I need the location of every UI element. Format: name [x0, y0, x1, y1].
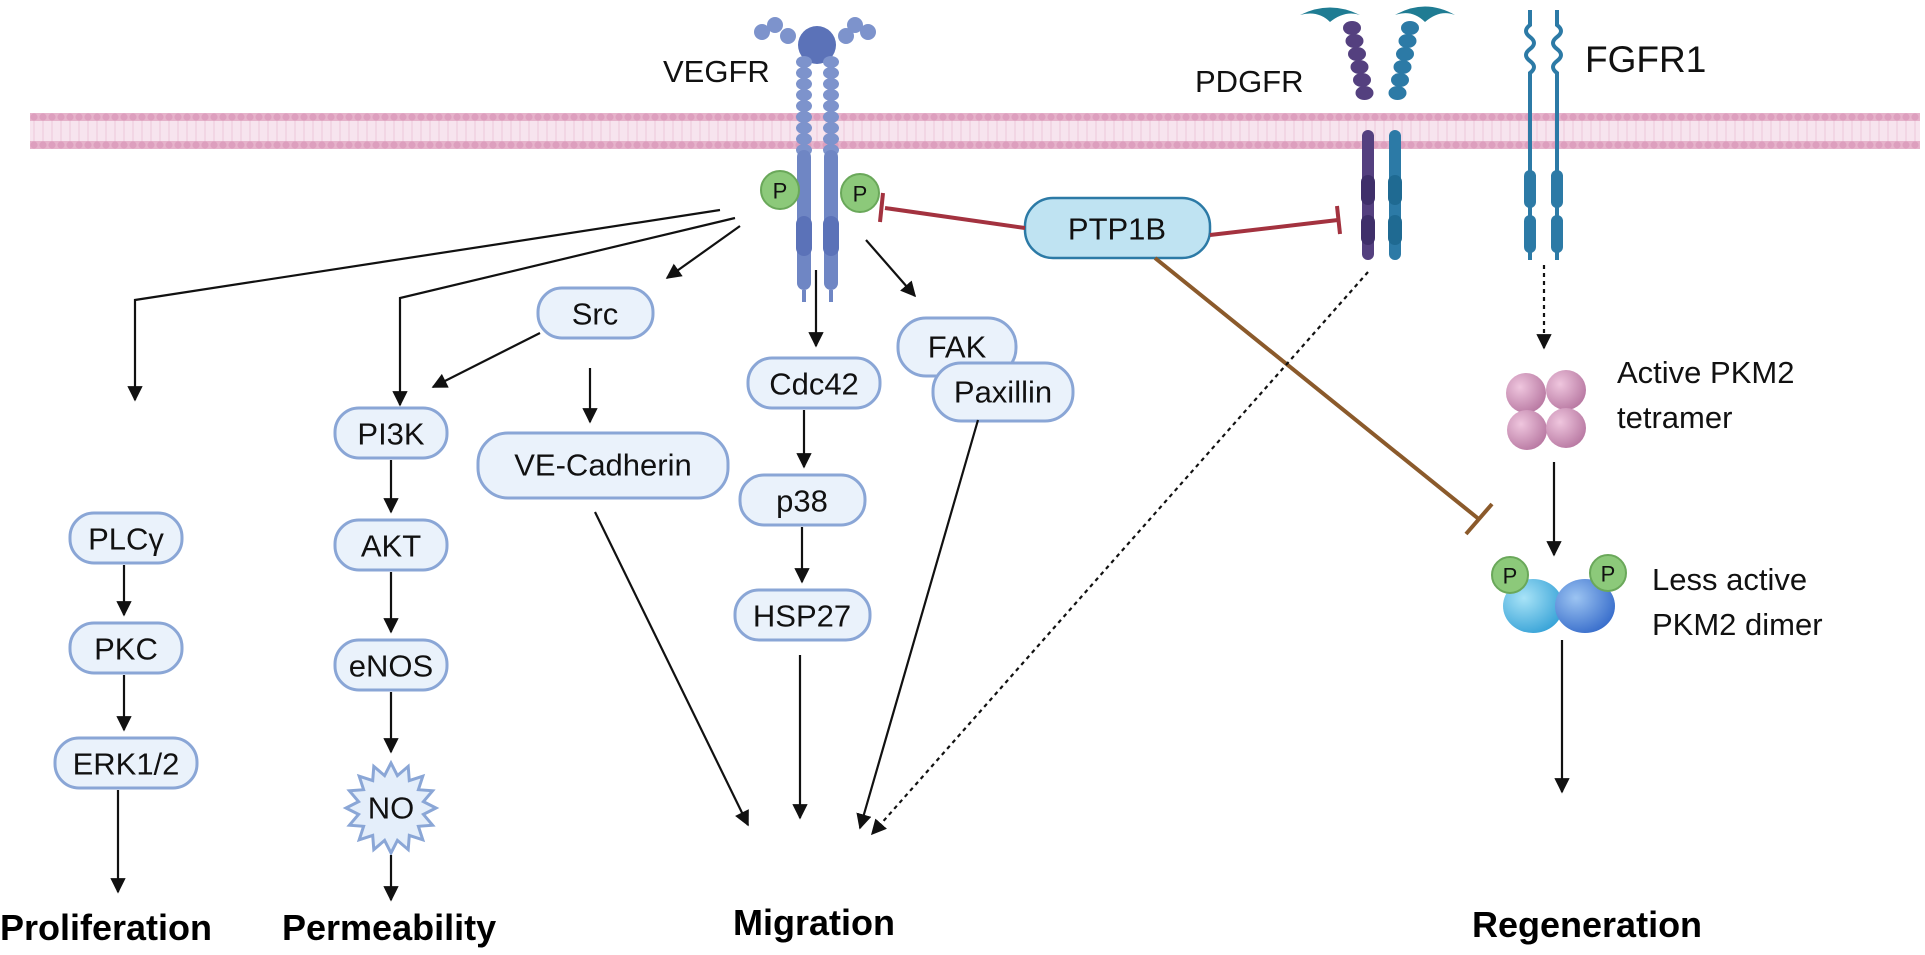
outcome-migration: Migration [733, 902, 895, 943]
svg-text:Paxillin: Paxillin [954, 375, 1052, 410]
svg-text:PI3K: PI3K [357, 417, 425, 452]
svg-text:P: P [1503, 564, 1518, 589]
svg-text:PKC: PKC [94, 632, 158, 667]
outcome-permeability: Permeability [282, 907, 496, 948]
pdgfr-label: PDGFR [1195, 64, 1304, 99]
ptp1b-node: PTP1B [1023, 196, 1212, 260]
pathway-arrows [110, 208, 1570, 902]
src-node: Src [536, 286, 655, 340]
no-node: NO [342, 759, 440, 857]
fgfr1-receptor [1524, 10, 1563, 260]
outcome-regeneration: Regeneration [1472, 904, 1702, 945]
svg-text:P: P [853, 182, 868, 207]
svg-text:Cdc42: Cdc42 [769, 367, 859, 402]
svg-text:p38: p38 [776, 484, 828, 519]
svg-text:AKT: AKT [361, 529, 421, 564]
cell-membrane [30, 113, 1920, 149]
phospho-site-left: P [760, 170, 800, 210]
paxillin-node: Paxillin [931, 361, 1075, 423]
erk-node: ERK1/2 [53, 736, 199, 790]
pkm2-dimer-label-line2: PKM2 dimer [1652, 607, 1823, 642]
pkm2-tetramer-label-line2: tetramer [1617, 400, 1732, 435]
svg-text:eNOS: eNOS [349, 649, 433, 684]
svg-text:P: P [1601, 562, 1616, 587]
hsp27-node: HSP27 [733, 588, 872, 642]
ptp1b-inhibits-vegfr [878, 192, 1026, 230]
svg-text:NO: NO [368, 791, 415, 826]
phospho-site-dimer-right: P [1589, 554, 1627, 592]
svg-text:VE-Cadherin: VE-Cadherin [514, 448, 691, 483]
vegfr-receptor [754, 17, 876, 302]
pkm2-tetramer-label-line1: Active PKM2 [1617, 355, 1794, 390]
plcg-node: PLCγ [68, 511, 184, 565]
akt-node: AKT [333, 518, 449, 572]
pkc-node: PKC [68, 621, 184, 675]
phospho-site-dimer-left: P [1491, 556, 1529, 594]
ptp1b-inhibits-pkm2-dimer [1153, 256, 1494, 536]
pkm2-dimer-icon: P P [1491, 554, 1627, 633]
outcome-proliferation: Proliferation [0, 907, 212, 948]
vegfr-label: VEGFR [663, 54, 770, 89]
pkm2-tetramer-icon [1506, 370, 1586, 450]
enos-node: eNOS [333, 638, 449, 692]
svg-text:HSP27: HSP27 [753, 599, 851, 634]
svg-text:ERK1/2: ERK1/2 [73, 747, 180, 782]
pi3k-node: PI3K [333, 406, 449, 460]
svg-text:PTP1B: PTP1B [1068, 212, 1166, 247]
pdgfr-receptor [1300, 6, 1455, 260]
svg-text:Src: Src [572, 297, 619, 332]
svg-text:FAK: FAK [928, 330, 987, 365]
p38-node: p38 [738, 473, 867, 527]
ptp1b-inhibits-pdgfr [1209, 205, 1342, 237]
svg-text:PLCγ: PLCγ [88, 522, 164, 557]
pkm2-dimer-label-line1: Less active [1652, 562, 1807, 597]
fgfr1-label: FGFR1 [1585, 39, 1706, 80]
cdc42-node: Cdc42 [746, 356, 882, 410]
phospho-site-right: P [840, 173, 880, 213]
svg-text:P: P [773, 179, 788, 204]
ve-cadherin-node: VE-Cadherin [476, 431, 730, 500]
